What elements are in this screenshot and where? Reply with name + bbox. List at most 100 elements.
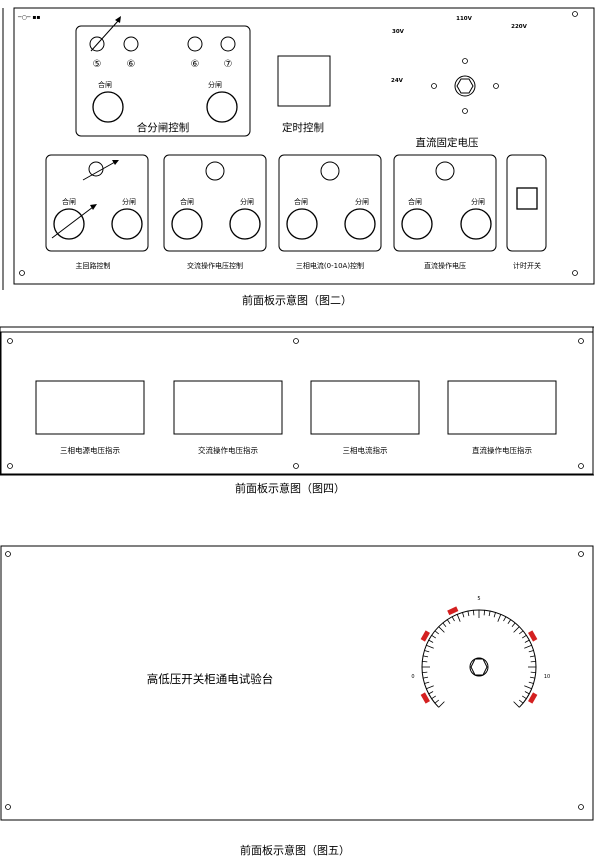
terminal-number-label: ⑥: [191, 59, 200, 70]
dial-tick: [513, 701, 520, 708]
dial-tick: [521, 695, 527, 700]
dial-tick: [428, 691, 434, 695]
dial-tick: [483, 610, 485, 616]
dial-tick: [451, 616, 455, 622]
three-phase-current-section: 合闸 分闸 三相电流(0-10A)控制: [278, 154, 382, 270]
dc-operating-voltage-section: 合闸 分闸 直流操作电压: [393, 154, 497, 270]
dial-tick: [530, 661, 536, 663]
dial-tick: [530, 671, 536, 673]
selector-knob[interactable]: [454, 75, 476, 97]
timer-control-section: 定时控制: [277, 55, 331, 134]
panel5-border: [0, 545, 594, 821]
dial-tick: [529, 676, 535, 679]
dial-arc: [421, 609, 537, 708]
close-button[interactable]: [171, 208, 203, 240]
dial-knob[interactable]: [469, 657, 489, 677]
screw-icon: [5, 804, 11, 810]
dial-tick: [434, 699, 440, 704]
open-button[interactable]: [206, 91, 238, 123]
open-button[interactable]: [344, 208, 376, 240]
dial-tick: [462, 612, 465, 618]
dial-label: 10: [544, 674, 550, 680]
close-button[interactable]: [401, 208, 433, 240]
close-label: 合闸: [62, 197, 76, 206]
indicator-lamp-icon: [320, 161, 340, 181]
panel2-border: [13, 7, 595, 285]
open-label: 分闸: [355, 197, 369, 206]
terminal-number-label: ⑥: [127, 59, 136, 70]
needle-icon: [51, 206, 94, 239]
device-title: 高低压开关柜通电试验台: [147, 672, 274, 686]
screw-icon: [293, 463, 299, 469]
dial-marker: [420, 630, 430, 642]
timer-display: [277, 55, 331, 107]
open-button[interactable]: [460, 208, 492, 240]
dial-tick: [442, 622, 447, 628]
indicator-lamp-icon: [187, 36, 203, 52]
dial-tick: [528, 681, 534, 684]
dial-scale: [420, 606, 538, 708]
dial-marker: [528, 630, 538, 642]
screw-icon: [578, 551, 584, 557]
voltage-label: 110V: [456, 16, 472, 22]
section-title: 直流固定电压: [416, 136, 479, 149]
position-dot-icon: [431, 83, 437, 89]
dial-tick: [518, 699, 524, 704]
section-title: 主回路控制: [76, 261, 111, 270]
meter-display: [173, 380, 283, 435]
timer-switch-button[interactable]: [516, 187, 538, 210]
dial-tick: [428, 639, 434, 643]
dial-tick: [422, 661, 428, 663]
dial-marker: [528, 692, 538, 704]
panel-figure-4: 三相电源电压指示 交流操作电压指示 三相电流指示 直流操作电压指示 前面板示意图…: [0, 326, 594, 495]
close-button[interactable]: [53, 208, 85, 240]
open-label: 分闸: [122, 197, 136, 206]
dial-tick: [434, 630, 440, 635]
dial-tick: [423, 676, 429, 679]
panel4-border: [0, 331, 594, 475]
dial-tick: [529, 655, 535, 658]
dial-tick: [507, 619, 512, 625]
open-label: 分闸: [471, 197, 485, 206]
indicator-lamp-icon: [435, 161, 455, 181]
dial-tick: [426, 685, 434, 690]
voltage-label: 220V: [511, 24, 527, 30]
position-dot-icon: [462, 108, 468, 114]
needle-icon: [90, 20, 119, 52]
screw-icon: [19, 270, 25, 276]
meter-label: 三相电流指示: [343, 445, 388, 455]
dial-tick: [524, 685, 532, 690]
open-label: 分闸: [208, 80, 222, 89]
corner-mark: ─○─ ▪▪: [17, 14, 41, 21]
terminal-number-label: ⑦: [224, 59, 233, 70]
close-open-control-section: ⑤ ⑥ ⑥ ⑦ 合闸 分闸 合分闸控制: [75, 16, 251, 137]
meter-display: [35, 380, 145, 435]
dial-tick: [528, 650, 534, 653]
dial-tick: [456, 614, 461, 622]
close-label: 合闸: [408, 197, 422, 206]
panel-figure-2: ─○─ ▪▪ ⑤ ⑥ ⑥ ⑦ 合闸 分闸 合分闸控制 定时控制: [2, 7, 595, 307]
close-label: 合闸: [180, 197, 194, 206]
screw-icon: [578, 804, 584, 810]
open-button[interactable]: [111, 208, 143, 240]
section-title: 直流操作电压: [424, 261, 466, 270]
timer-switch-section: 计时开关: [506, 154, 547, 270]
rotary-dial[interactable]: 0 10 5: [411, 596, 550, 708]
open-button[interactable]: [229, 208, 261, 240]
screw-icon: [578, 338, 584, 344]
dc-fixed-voltage-section: 30V 110V 220V 24V 直流固定电压: [391, 16, 528, 149]
dial-tick: [493, 612, 496, 618]
close-button[interactable]: [286, 208, 318, 240]
close-button[interactable]: [92, 91, 124, 123]
needle-tip-icon: [112, 160, 119, 165]
figure-caption: 前面板示意图（图二）: [242, 293, 352, 307]
needle-tip-icon: [115, 16, 121, 23]
meter-display: [447, 380, 557, 435]
dial-tick: [426, 644, 434, 649]
dial-tick: [423, 655, 429, 658]
close-label: 合闸: [98, 80, 112, 89]
indicator-lamp-icon: [205, 161, 225, 181]
dial-tick: [473, 610, 475, 616]
knob-hex-icon: [456, 78, 474, 94]
